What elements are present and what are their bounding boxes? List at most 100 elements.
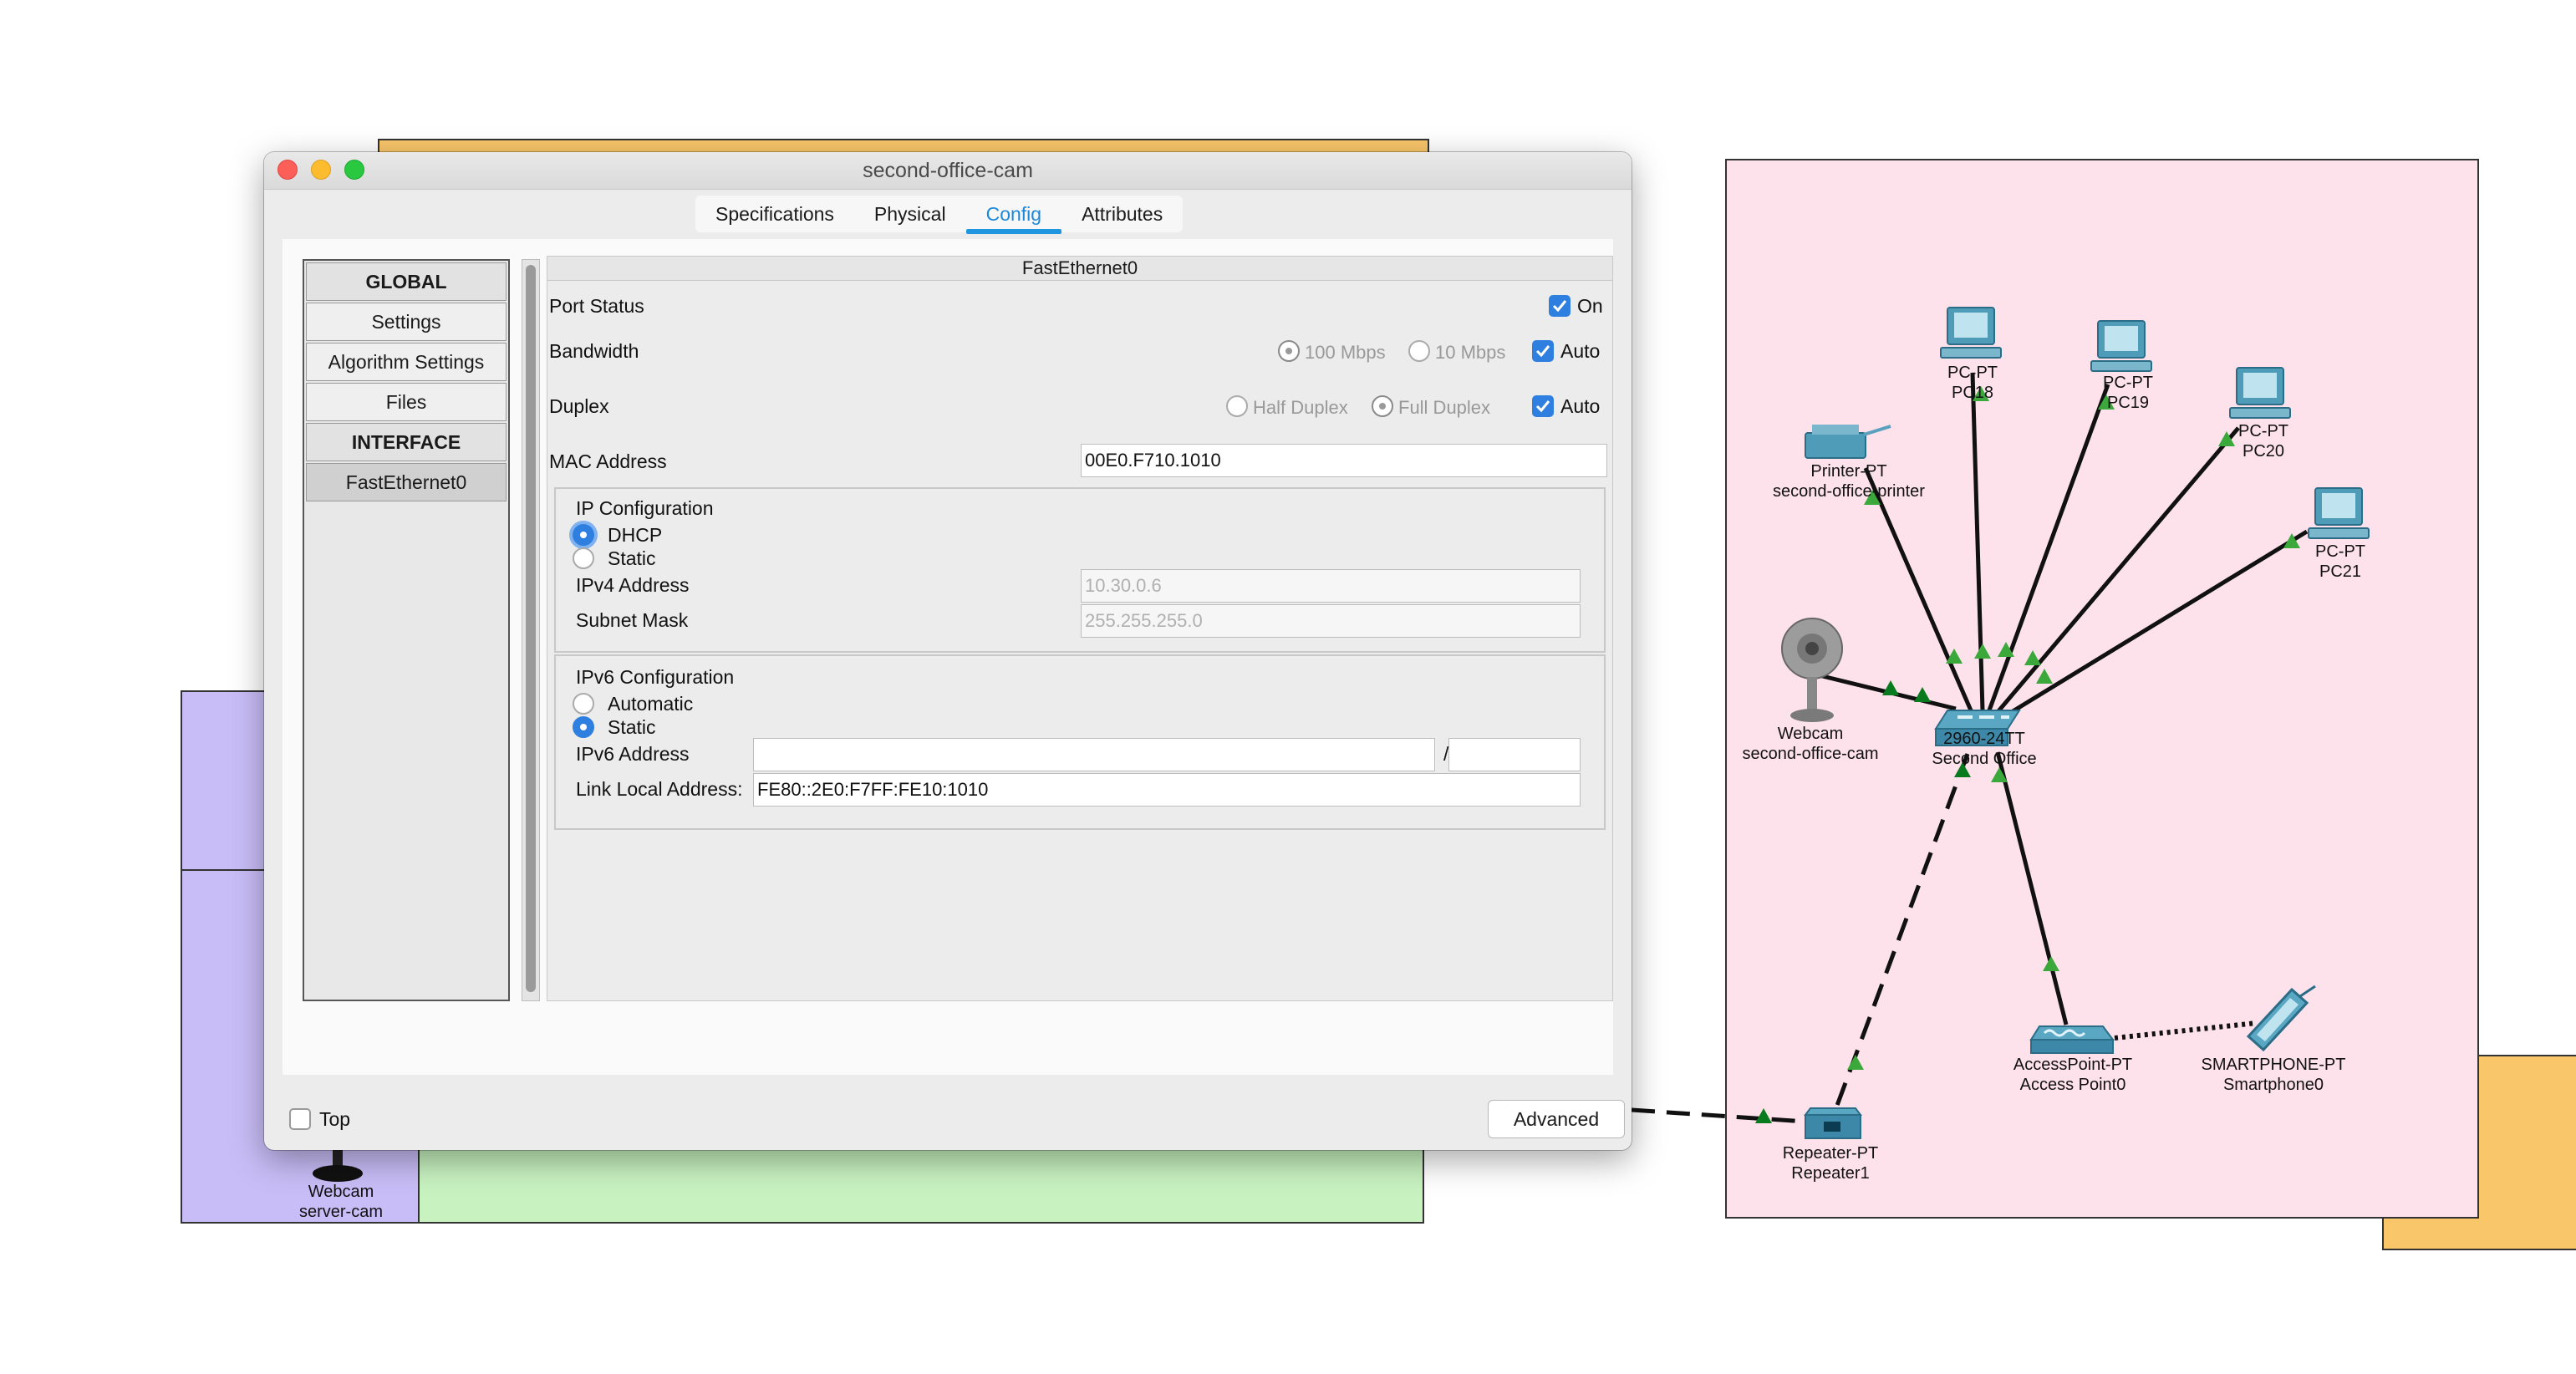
static-ipv4-radio[interactable] (573, 547, 594, 569)
half-duplex-radio[interactable] (1226, 395, 1248, 417)
static-ipv4-label: Static (608, 547, 656, 569)
server-cam-webcam-icon (313, 1150, 363, 1182)
link-marker (1991, 767, 2008, 782)
duplex-auto-label: Auto (1560, 395, 1601, 417)
link-marker (2098, 394, 2115, 410)
ipv6-address-field[interactable] (753, 738, 1435, 771)
sidebar-item-files[interactable]: Files (306, 383, 507, 421)
ipv4-address-field[interactable]: 10.30.0.6 (1081, 569, 1581, 603)
link-local-address-label: Link Local Address: (576, 778, 743, 800)
sidebar-item-fastethernet0[interactable]: FastEthernet0 (306, 463, 507, 501)
ip-config-label: IP Configuration (576, 497, 714, 519)
bandwidth-10-label: 10 Mbps (1435, 342, 1506, 363)
ipv6-automatic-label: Automatic (608, 693, 694, 715)
purple-area-divider (181, 869, 289, 871)
sidebar-scrollbar[interactable] (522, 259, 540, 1001)
bandwidth-10-radio[interactable] (1408, 340, 1430, 362)
checkmark-icon (1535, 345, 1550, 358)
window-title: second-office-cam (863, 159, 1033, 182)
top-checkbox[interactable] (289, 1108, 311, 1130)
ipv6-prefix-field[interactable] (1448, 738, 1581, 771)
switch-icon (1934, 710, 2021, 746)
green-area (418, 1145, 1424, 1224)
zoom-window-button[interactable] (344, 160, 364, 180)
ipv6-static-radio[interactable] (573, 716, 594, 738)
ipv6-configuration-group: IPv6 Configuration Automatic Static IPv6… (554, 654, 1606, 830)
sidebar-item-algorithm-settings[interactable]: Algorithm Settings (306, 343, 507, 381)
full-duplex-radio[interactable] (1372, 395, 1393, 417)
link-marker (2218, 431, 2235, 446)
checkmark-icon (1552, 300, 1567, 313)
duplex-label: Duplex (549, 395, 609, 417)
link-switch-repeater (1833, 753, 1970, 1111)
pc21-icon (2308, 487, 2370, 539)
tab-specifications[interactable]: Specifications (715, 203, 834, 225)
port-status-label: Port Status (549, 295, 644, 317)
link-marker (1974, 644, 1991, 659)
link-marker (2043, 956, 2059, 971)
link-marker (1973, 386, 1989, 401)
advanced-button[interactable]: Advanced (1488, 1100, 1625, 1138)
checkmark-icon (1535, 400, 1550, 413)
dhcp-radio[interactable] (573, 524, 594, 546)
link-repeater-left (1631, 1107, 1806, 1124)
bandwidth-100-radio[interactable] (1278, 340, 1300, 362)
sidebar-item-settings[interactable]: Settings (306, 303, 507, 341)
link-switch-pc18 (1970, 372, 1985, 711)
link-marker (1847, 1055, 1864, 1070)
pc20-icon (2229, 367, 2291, 419)
webcam-icon (1781, 618, 1843, 722)
half-duplex-label: Half Duplex (1253, 397, 1348, 418)
link-marker (2283, 533, 2300, 548)
link-ap-smartphone (2114, 1020, 2258, 1041)
title-bar[interactable]: second-office-cam (264, 152, 1632, 190)
scrollbar-thumb[interactable] (526, 265, 536, 992)
dhcp-label: DHCP (608, 524, 663, 546)
sidebar-header-global: GLOBAL (306, 262, 507, 301)
ipv6-static-label: Static (608, 716, 656, 738)
pc19-icon (2090, 320, 2152, 372)
tab-config[interactable]: Config (965, 196, 1062, 234)
bandwidth-100-label: 100 Mbps (1305, 342, 1386, 363)
mac-address-label: MAC Address (549, 450, 667, 472)
link-marker (2036, 669, 2053, 684)
link-marker (2024, 650, 2041, 665)
mac-address-field[interactable]: 00E0.F710.1010 (1081, 444, 1607, 477)
close-window-button[interactable] (277, 160, 298, 180)
ipv6-automatic-radio[interactable] (573, 693, 594, 715)
port-status-checkbox[interactable] (1549, 295, 1571, 317)
link-marker (1914, 687, 1931, 702)
ipv6-config-label: IPv6 Configuration (576, 666, 735, 688)
link-marker (1946, 649, 1963, 664)
access-point-icon (2029, 1025, 2115, 1054)
link-marker (1755, 1108, 1772, 1123)
ipv6-address-label: IPv6 Address (576, 743, 690, 765)
sidebar-header-interface: INTERFACE (306, 423, 507, 461)
link-switch-webcam (1805, 669, 1957, 711)
bandwidth-auto-checkbox[interactable] (1532, 340, 1554, 362)
tab-physical[interactable]: Physical (873, 203, 946, 225)
tab-bar: Specifications Physical Config Attribute… (695, 196, 1184, 234)
link-marker (1954, 762, 1971, 777)
minimize-window-button[interactable] (311, 160, 331, 180)
duplex-auto-checkbox[interactable] (1532, 395, 1554, 417)
link-marker (1998, 642, 2014, 657)
link-marker (1882, 680, 1899, 695)
link-marker (1864, 490, 1881, 505)
subnet-mask-field[interactable]: 255.255.255.0 (1081, 604, 1581, 638)
tab-attributes[interactable]: Attributes (1082, 203, 1163, 225)
link-local-address-field[interactable]: FE80::2E0:F7FF:FE10:1010 (753, 773, 1581, 807)
ipv6-prefix-slash: / (1443, 743, 1449, 765)
interface-panel: FastEthernet0 Port Status On Bandwidth 1… (547, 256, 1613, 1001)
port-status-on-label: On (1577, 295, 1603, 317)
link-switch-ap (1995, 751, 2069, 1025)
